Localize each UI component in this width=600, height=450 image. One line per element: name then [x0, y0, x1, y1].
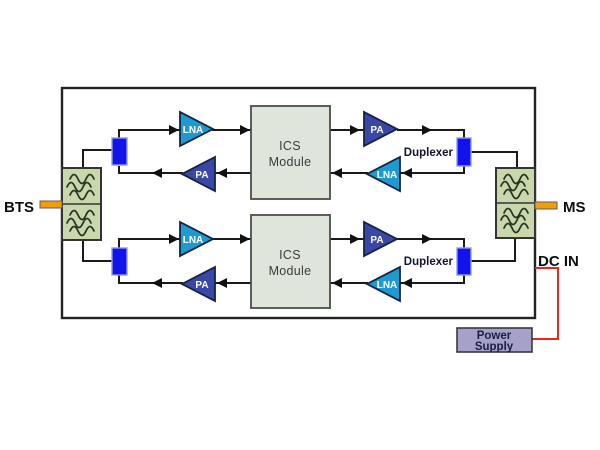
- amplifier-triangle-icon: [365, 155, 401, 193]
- arrow-right-icon: [422, 234, 432, 244]
- amplifier-triangle-icon: [363, 110, 399, 148]
- arrow-left-icon: [402, 278, 412, 288]
- arrow-right-icon: [169, 234, 179, 244]
- ics-module-bottom-label-line1: ICS: [279, 248, 301, 262]
- ms-label: MS: [563, 199, 586, 216]
- ms-duplex-filter: [495, 167, 536, 239]
- bts-label: BTS: [4, 199, 34, 216]
- arrow-right-icon: [240, 234, 250, 244]
- signal-flow-arrows: [152, 125, 432, 288]
- arrow-right-icon: [350, 125, 360, 135]
- ics-module-top-label-line1: ICS: [279, 139, 301, 153]
- bts-port-connector: [39, 200, 63, 209]
- arrow-left-icon: [402, 168, 412, 178]
- lna-forward-top-label: LNA: [183, 125, 204, 136]
- duplexer-bottom-label: Duplexer: [404, 256, 454, 268]
- ms-port-connector: [534, 201, 558, 210]
- arrow-left-icon: [332, 278, 342, 288]
- lna-forward-bottom: LNA: [179, 220, 215, 258]
- power-supply-label-line1: Power: [477, 330, 512, 342]
- power-supply-box: [456, 327, 533, 353]
- coupler-bottom: [111, 247, 128, 276]
- pa-forward-top-label: PA: [370, 125, 383, 136]
- duplexer-top-label: Duplexer: [404, 147, 454, 159]
- line-coupler-to-btsfilter-top: [82, 149, 112, 169]
- arrow-right-icon: [422, 125, 432, 135]
- ics-module-bottom: ICS Module: [250, 214, 331, 309]
- lna-return-bottom: LNA: [365, 265, 401, 303]
- line-duplexer-to-lna-return-top: [400, 165, 465, 174]
- arrow-left-icon: [217, 278, 227, 288]
- dc-in-label: DC IN: [538, 253, 579, 270]
- pa-forward-bottom: PA: [363, 220, 399, 258]
- line-pa-to-duplexer-bottom: [397, 238, 465, 249]
- arrow-right-icon: [240, 125, 250, 135]
- amplifier-triangle-icon: [179, 110, 215, 148]
- ics-module-top-label-line2: Module: [269, 155, 312, 169]
- line-duplexer-to-msfilter-bottom: [471, 238, 516, 262]
- bts-duplex-filter: [61, 167, 102, 241]
- arrow-right-icon: [169, 125, 179, 135]
- ics-module-bottom-label-line2: Module: [269, 264, 312, 278]
- pa-return-bottom: PA: [180, 265, 216, 303]
- amplifier-triangle-icon: [363, 220, 399, 258]
- lna-return-bottom-label: LNA: [377, 280, 398, 291]
- amplifier-triangle-icon: [180, 155, 216, 193]
- coupler-top: [111, 137, 128, 166]
- pa-return-top-label: PA: [195, 170, 208, 181]
- line-pa-return-to-coupler-bottom: [118, 275, 183, 284]
- pa-return-bottom-label: PA: [195, 280, 208, 291]
- amplifier-triangle-icon: [365, 265, 401, 303]
- ics-module-top: ICS Module: [250, 105, 331, 200]
- line-coupler-to-lna-bottom: [118, 238, 180, 249]
- duplexer-top: [456, 137, 472, 167]
- line-duplexer-to-msfilter-top: [471, 151, 518, 169]
- amplifier-triangle-icon: [179, 220, 215, 258]
- signal-path-lines: [82, 129, 518, 284]
- arrow-right-icon: [350, 234, 360, 244]
- amplifier-triangle-icon: [180, 265, 216, 303]
- line-coupler-to-btsfilter-bottom: [82, 239, 112, 262]
- ics-module-bottom-body: [250, 214, 331, 309]
- lna-forward-bottom-label: LNA: [183, 235, 204, 246]
- lna-return-top-label: LNA: [377, 170, 398, 181]
- line-coupler-to-lna-top: [118, 129, 180, 139]
- arrow-left-icon: [332, 168, 342, 178]
- duplexer-bottom: [456, 247, 472, 276]
- ics-module-top-body: [250, 105, 331, 200]
- power-supply: Power Supply: [456, 327, 533, 353]
- lna-forward-top: LNA: [179, 110, 215, 148]
- pa-forward-top: PA: [363, 110, 399, 148]
- line-pa-to-duplexer-top: [397, 129, 465, 139]
- pa-return-top: PA: [180, 155, 216, 193]
- arrow-left-icon: [152, 278, 162, 288]
- pa-forward-bottom-label: PA: [370, 235, 383, 246]
- arrow-left-icon: [217, 168, 227, 178]
- line-pa-return-to-coupler-top: [118, 166, 183, 174]
- power-supply-label-line2: Supply: [475, 341, 514, 353]
- dc-power-wire: [532, 267, 559, 340]
- arrow-left-icon: [152, 168, 162, 178]
- line-duplexer-to-lna-return-bottom: [400, 274, 465, 284]
- lna-return-top: LNA: [365, 155, 401, 193]
